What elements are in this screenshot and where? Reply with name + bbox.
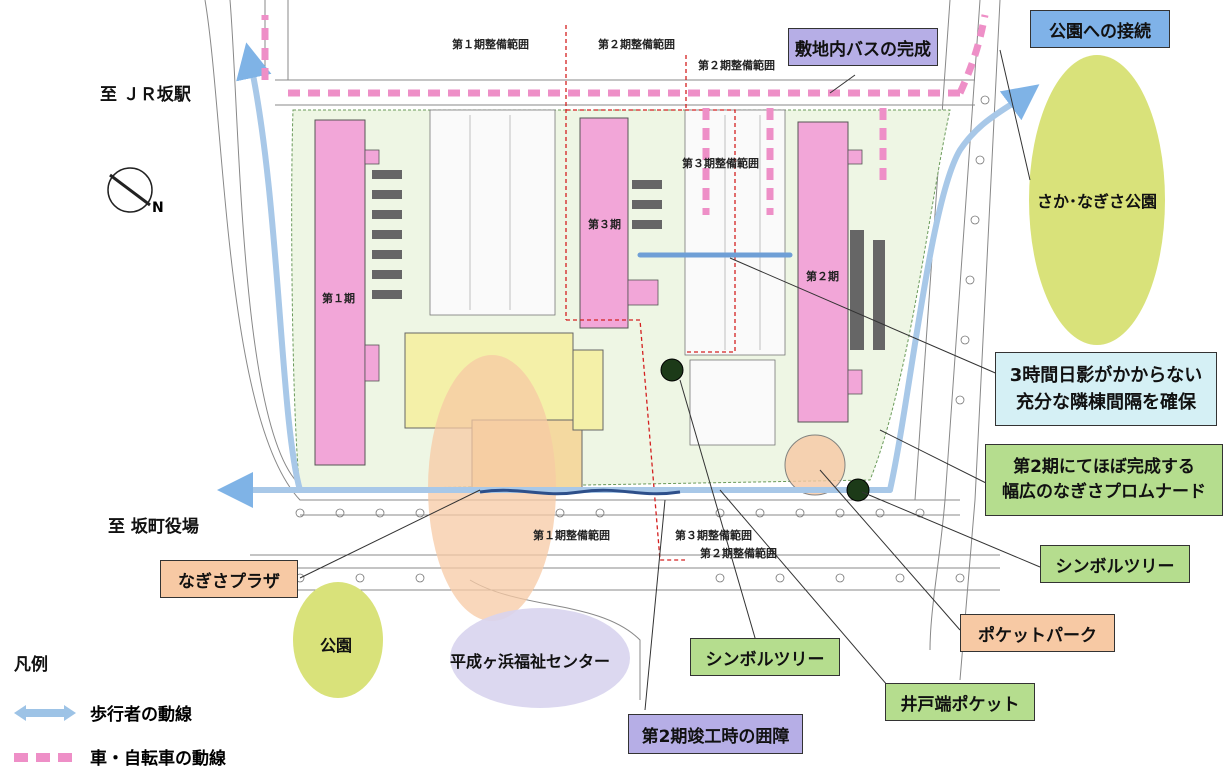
saka-nagisa-park-label: さか･なぎさ公園 [1037, 192, 1158, 211]
welfare-center-label: 平成ヶ浜福祉センター [450, 652, 611, 671]
nagisa-plaza-callout: なぎさプラザ [160, 560, 298, 598]
fence-callout: 第2期竣工時の囲障 [628, 714, 803, 754]
legend-pedestrian: 歩行者の動線 [14, 700, 192, 725]
parking-stripes [469, 115, 761, 350]
phase2-building-label: 第２期 [806, 270, 839, 283]
saka-nagisa-park-area [1029, 55, 1165, 345]
vehicle-dash-icon [14, 752, 72, 762]
park-area [293, 582, 383, 698]
range-label-top-p2: 第２期整備範囲 [598, 38, 675, 51]
legend-vehicle: 車・自転車の動線 [14, 744, 226, 769]
symbol-tree-mid [660, 358, 684, 382]
phase-boundaries [565, 25, 736, 561]
svg-text:N: N [152, 200, 164, 216]
park-label: 公園 [320, 636, 353, 655]
sunlight-line-2: 充分な隣棟間隔を確保 [1016, 392, 1196, 413]
dark-parking-blocks [372, 170, 885, 350]
yellow-building-c [572, 349, 604, 431]
bus-completion-callout: 敷地内バスの完成 [788, 28, 938, 66]
legend-vehicle-label: 車・自転車の動線 [90, 749, 226, 769]
promenade-line-1: 第2期にてほぼ完成する [1013, 456, 1195, 477]
phase3-building-label: 第３期 [588, 218, 621, 231]
parking-areas [429, 109, 786, 446]
welfare-center-area [450, 608, 630, 708]
phase1-building-label: 第１期 [322, 292, 355, 305]
pedestrian-arrow-icon [14, 704, 76, 721]
water-channel [479, 488, 681, 496]
range-label-top-right-p2: 第２期整備範囲 [698, 59, 775, 72]
callout-leaders [299, 49, 1041, 711]
vehicle-flows [261, 14, 989, 215]
well-pocket-callout: 井戸端ポケット [885, 683, 1035, 721]
park-connection-callout: 公園への接続 [1030, 10, 1170, 48]
legend-pedestrian-label: 歩行者の動線 [90, 705, 192, 725]
sunlight-spacing-callout: 3時間日影がかからない 充分な隣棟間隔を確保 [995, 352, 1217, 426]
range-label-bottom-p3: 第３期整備範囲 [675, 529, 752, 542]
building-annexes [364, 149, 863, 395]
building-phase1 [314, 119, 366, 466]
promenade-line-2: 幅広のなぎさプロムナード [1002, 482, 1206, 502]
direction-jr-sakaeki: 至 ＪＲ坂駅 [100, 85, 191, 105]
symbol-tree-right [846, 478, 870, 502]
pocket-park-area [784, 434, 846, 496]
building-phase3 [579, 117, 629, 329]
pedestrian-flows [217, 42, 1040, 508]
sunlight-line-1: 3時間日影がかからない [1009, 365, 1203, 386]
range-label-bottom-p1: 第１期整備範囲 [533, 529, 610, 542]
range-label-bottom-p2: 第２期整備範囲 [700, 547, 777, 560]
legend-title: 凡例 [14, 655, 48, 675]
building-phase2 [797, 121, 849, 423]
range-label-top-p1: 第１期整備範囲 [452, 38, 529, 51]
symbol-tree-mid-callout: シンボルツリー [690, 638, 840, 676]
pocket-park-callout: ポケットパーク [960, 614, 1115, 652]
promenade-callout: 第2期にてほぼ完成する 幅広のなぎさプロムナード [985, 444, 1223, 516]
symbol-tree-right-callout: シンボルツリー [1040, 545, 1190, 583]
direction-town-office: 至 坂町役場 [108, 517, 199, 537]
tree-row [295, 95, 990, 583]
range-label-p3: 第３期整備範囲 [682, 157, 759, 170]
compass-icon: N [107, 167, 164, 216]
road-lines [204, 0, 1001, 700]
